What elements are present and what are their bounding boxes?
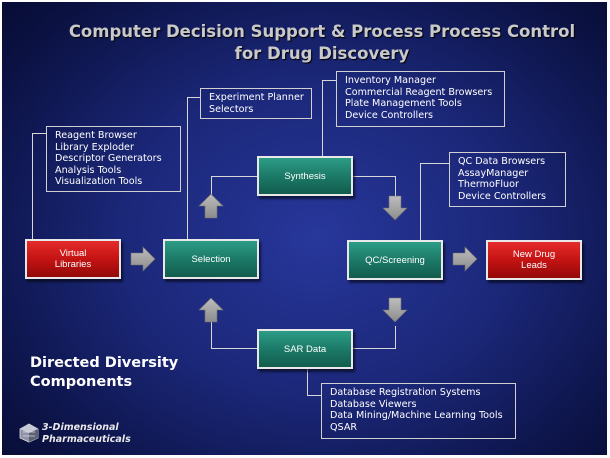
caption-line: Directed Diversity: [30, 355, 179, 371]
list-item: Reagent Browser: [55, 130, 137, 141]
planner-tools-list: Experiment Planner Selectors: [200, 88, 312, 119]
node-label: Synthesis: [284, 170, 326, 182]
caption-line: Components: [30, 374, 133, 390]
connector-qc-tools: [420, 163, 421, 240]
node-label: SAR Data: [283, 343, 327, 355]
directed-diversity-caption: Directed Diversity Components: [30, 354, 178, 392]
company-name: 3-Dimensional Pharmaceuticals: [42, 422, 131, 446]
connector-library-tools-h: [32, 133, 46, 134]
qc-tools-list: QC Data Browsers AssayManager ThermoFluo…: [449, 152, 566, 207]
list-item: Visualization Tools: [55, 176, 143, 188]
list-item: Device Controllers: [345, 109, 434, 121]
list-item: Analysis Tools: [55, 164, 122, 176]
connector-planner-tools: [187, 97, 188, 239]
list-item: AssayManager: [458, 167, 529, 179]
sar-tools-list: Database Registration Systems Database V…: [321, 383, 516, 439]
connector-library-tools: [32, 133, 33, 239]
cycle-line-right-lower: [395, 326, 396, 348]
qc-screening-node[interactable]: QC/Screening: [347, 240, 443, 280]
new-drug-leads-node[interactable]: New Drug Leads: [486, 240, 582, 280]
list-item: Library Exploder: [55, 141, 134, 153]
connector-sar-tools: [307, 364, 308, 396]
node-label: QC/Screening: [365, 254, 425, 266]
node-label: New Drug: [512, 249, 556, 260]
synthesis-node[interactable]: Synthesis: [257, 156, 353, 196]
node-label: Libraries: [54, 259, 92, 270]
company-logo-icon: [19, 423, 39, 443]
list-item: QC Data Browsers: [458, 156, 546, 167]
selection-node[interactable]: Selection: [163, 239, 259, 279]
list-item: Descriptor Generators: [55, 153, 162, 165]
list-item: Database Registration Systems: [330, 387, 481, 398]
slide-title-line-2: for Drug Discovery: [234, 44, 410, 63]
node-label: Leads: [521, 260, 547, 271]
virtual-libraries-node[interactable]: Virtual Libraries: [25, 239, 121, 279]
connector-sar-tools-h: [307, 395, 321, 396]
connector-qc-tools-h: [420, 163, 449, 164]
arrow-down-icon: [382, 195, 408, 221]
list-item: Commercial Reagent Browsers: [345, 86, 493, 98]
arrow-right-icon: [130, 246, 156, 272]
list-item: Experiment Planner: [209, 92, 304, 103]
arrow-down-icon: [382, 297, 408, 323]
list-item: Inventory Manager: [345, 75, 436, 86]
list-item: Database Viewers: [330, 398, 417, 410]
list-item: ThermoFluor: [458, 179, 519, 191]
list-item: Plate Management Tools: [345, 98, 462, 110]
cycle-line-left-upper: [211, 176, 212, 202]
list-item: QSAR: [330, 421, 358, 433]
library-tools-list: Reagent Browser Library Exploder Descrip…: [46, 126, 181, 192]
connector-planner-tools-h: [187, 97, 200, 98]
node-label: Virtual: [59, 248, 87, 259]
list-item: Device Controllers: [458, 190, 547, 202]
company-name-line: Pharmaceuticals: [42, 434, 131, 445]
slide-title-line-1: Computer Decision Support & Process Proc…: [68, 22, 576, 41]
arrow-right-icon: [452, 246, 478, 272]
list-item: Data Mining/Machine Learning Tools: [330, 410, 503, 422]
node-label: Selection: [191, 253, 231, 265]
list-item: Selectors: [209, 103, 254, 115]
arrow-up-icon: [198, 297, 224, 323]
cycle-line-right-upper: [395, 176, 396, 196]
synthesis-tools-list: Inventory Manager Commercial Reagent Bro…: [336, 71, 505, 127]
company-name-line: 3-Dimensional: [42, 422, 119, 433]
connector-synthesis-tools: [322, 80, 323, 156]
arrow-up-icon: [198, 193, 224, 219]
sar-data-node[interactable]: SAR Data: [257, 329, 353, 369]
connector-synthesis-tools-h: [322, 80, 336, 81]
cycle-line-left-lower: [211, 320, 212, 348]
